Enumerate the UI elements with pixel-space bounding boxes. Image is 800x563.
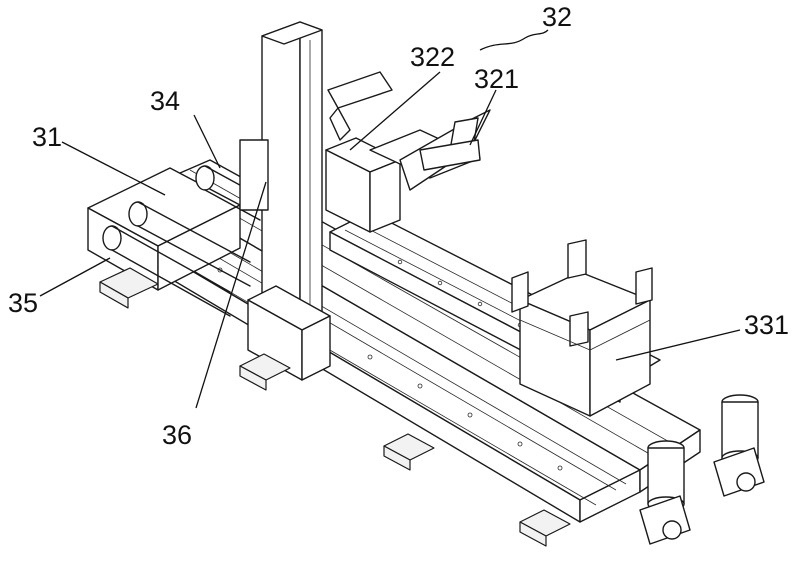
- label-32: 32: [542, 2, 572, 32]
- label-36: 36: [162, 420, 192, 450]
- label-321: 321: [474, 64, 519, 94]
- label-331: 331: [744, 310, 789, 340]
- bin-331: [512, 240, 652, 416]
- label-35: 35: [8, 288, 38, 318]
- label-322: 322: [410, 42, 455, 72]
- motor-rear: [714, 395, 764, 496]
- label-31: 31: [32, 122, 62, 152]
- label-34: 34: [150, 86, 180, 116]
- motor-front: [640, 441, 690, 544]
- vertical-column: [240, 22, 330, 380]
